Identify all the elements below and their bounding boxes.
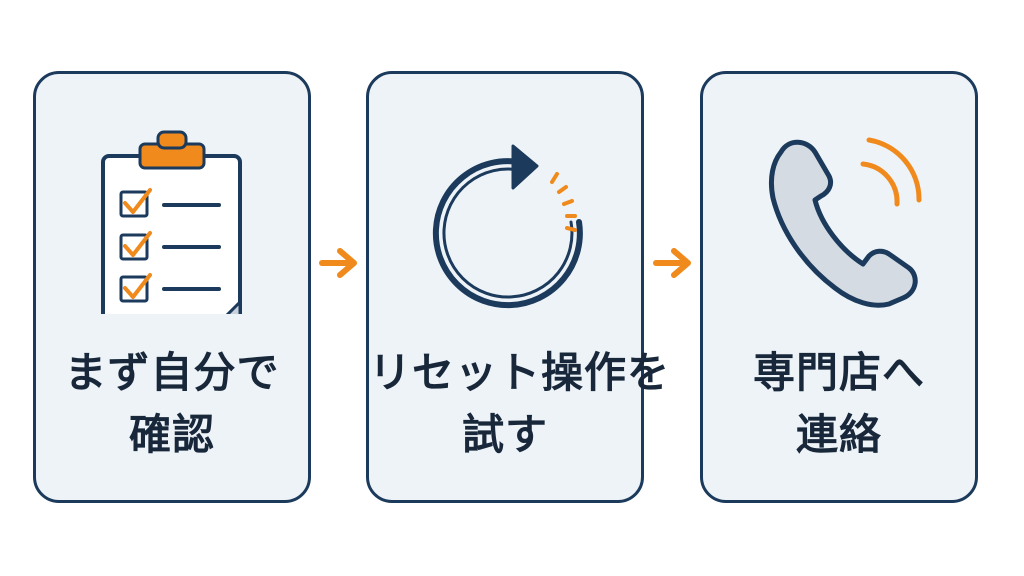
arrow-right-icon [319,248,357,278]
step-card-check-yourself: まず自分で 確認 [33,71,311,503]
step-label-line-2: 確認 [128,410,215,459]
step-label: まず自分で 確認 [36,342,308,466]
step-label: 専門店へ 連絡 [703,342,975,466]
step-label-line-2: 連絡 [795,410,882,459]
step-label-line-1: リセット操作を [369,348,671,397]
step-label-line-1: 専門店へ [752,348,925,397]
reset-cycle-icon [432,144,583,309]
arrow-right-icon [653,248,691,278]
step-card-try-reset: リセット操作を 試す [366,71,671,503]
step-card-contact-store: 専門店へ 連絡 [700,71,978,503]
step-label: リセット操作を 試す [369,342,671,466]
clipboard-checklist-icon [101,130,242,314]
step-label-line-2: 試す [461,410,548,459]
phone-call-icon [768,137,922,308]
step-label-line-1: まず自分で [64,348,280,397]
